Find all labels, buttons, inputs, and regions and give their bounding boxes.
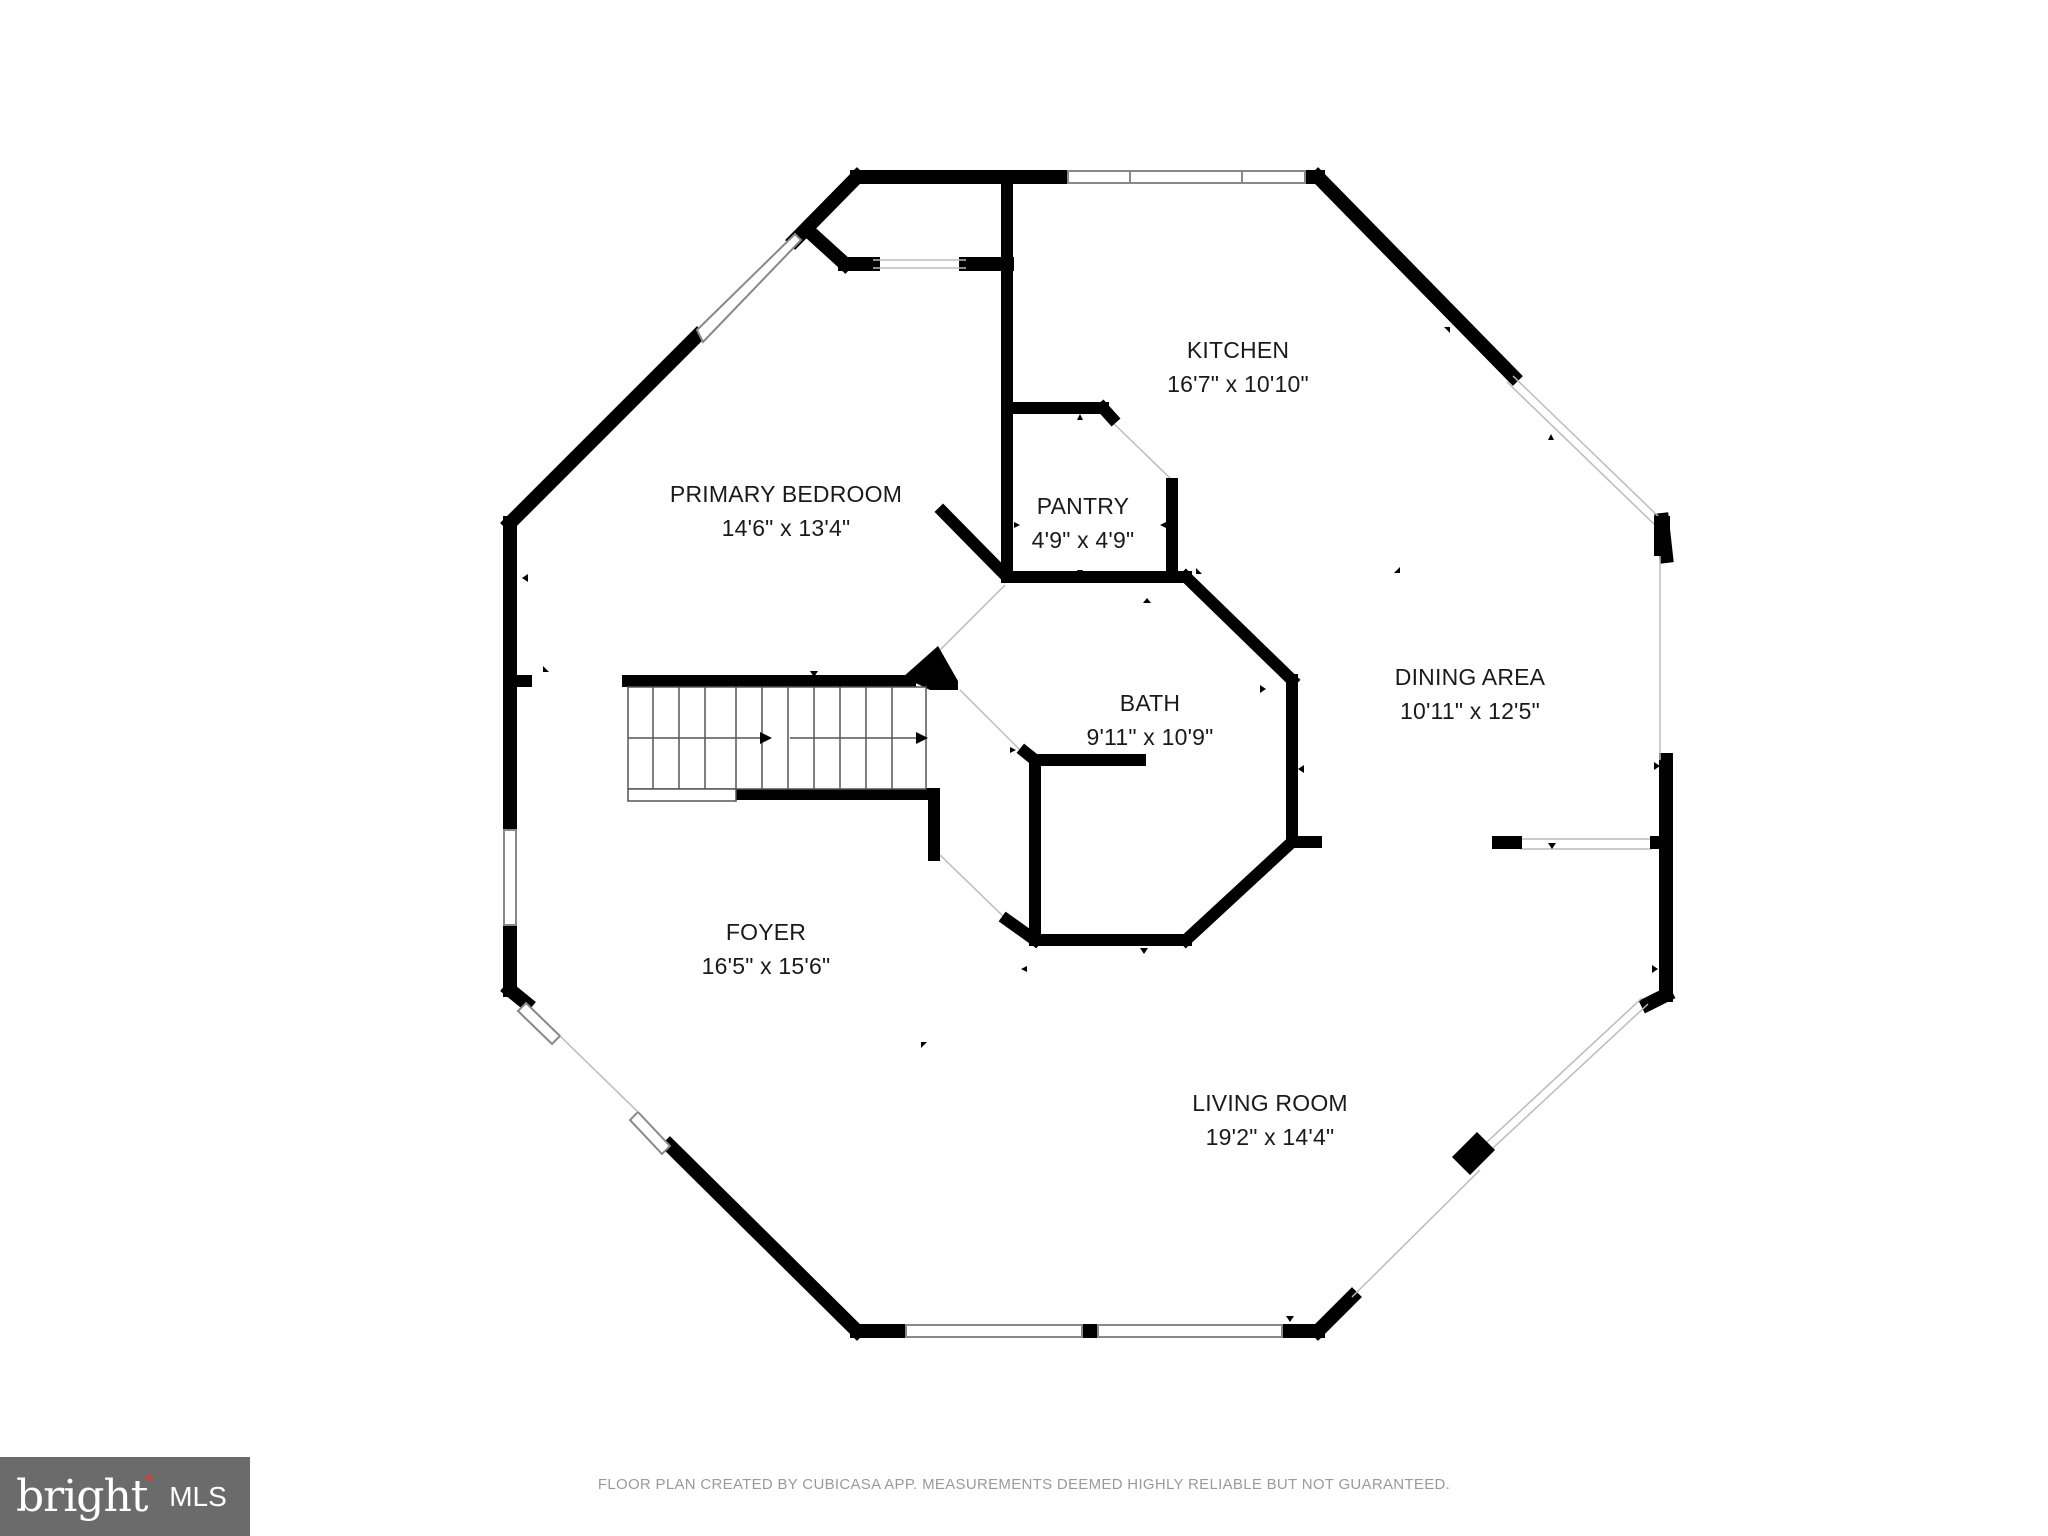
interior-walls (504, 171, 1322, 949)
opening-stair-bath (959, 689, 1026, 756)
wall-nw (500, 326, 707, 533)
opening-bed-bath (939, 584, 1006, 651)
block-dining-right (1650, 836, 1666, 849)
windows (503, 170, 1306, 1338)
room-name: DINING AREA (1394, 664, 1546, 690)
room-dims: 4'9" x 4'9" (1031, 527, 1135, 553)
wall-blocks (1452, 516, 1670, 1175)
room-label-bath: BATH 9'11" x 10'9" (1086, 686, 1213, 754)
room-dims: 16'5" x 15'6" (701, 953, 831, 979)
wall-sw (660, 1136, 867, 1341)
stair-arrow-2 (916, 732, 928, 744)
dimension-ticks (522, 327, 1660, 1322)
window-sw-b (628, 1110, 672, 1156)
opening-se (1479, 1003, 1649, 1161)
room-label-foyer: FOYER 16'5" x 15'6" (702, 915, 831, 983)
wall-bath-se (1177, 833, 1301, 949)
openings (559, 259, 1663, 1298)
wall-pantry-diag (1094, 399, 1121, 427)
room-name: FOYER (725, 919, 807, 945)
room-name: LIVING ROOM (1192, 1090, 1348, 1116)
opening-se-b (1473, 997, 1643, 1155)
wall-bath-inner-diag (1016, 743, 1044, 769)
wall-bed-diag (934, 503, 1014, 584)
window-sw-a (516, 1001, 562, 1046)
opening-se2 (1351, 1169, 1481, 1298)
wall-bath-ne (1177, 568, 1301, 689)
room-label-pantry: PANTRY 4'9" x 4'9" (1032, 489, 1135, 557)
stair-landing-step (627, 788, 737, 802)
stair-corner (903, 646, 958, 690)
footer-disclaimer: FLOOR PLAN CREATED BY CUBICASA APP. MEAS… (597, 1476, 1451, 1493)
room-label-primary-bedroom: PRIMARY BEDROOM 14'6" x 13'4" (670, 477, 902, 545)
window-bottom-left (905, 1324, 1083, 1338)
room-label-living-room: LIVING ROOM 19'2" x 14'4" (1192, 1086, 1348, 1154)
opening-foyer-bath (939, 854, 1006, 919)
staircase (627, 686, 928, 802)
room-label-dining-area: DINING AREA 10'11" x 12'5" (1395, 660, 1545, 728)
block-dining-left (1492, 836, 1522, 849)
block-se (1452, 1132, 1495, 1175)
stair-arrow-1 (760, 732, 772, 744)
room-name: BATH (1119, 690, 1181, 716)
wall-se-stub (1638, 985, 1676, 1014)
window-top (1067, 170, 1306, 184)
block-east-top (1654, 516, 1670, 556)
brand-word: bright (16, 1471, 148, 1522)
room-dims: 9'11" x 10'9" (1086, 724, 1214, 750)
stair-corner-block (903, 646, 958, 690)
room-label-kitchen: KITCHEN 16'7" x 10'10" (1167, 333, 1309, 401)
star-icon: ✦ (143, 1470, 156, 1486)
room-dims: 19'2" x 14'4" (1205, 1124, 1335, 1150)
opening-ne-b (1506, 381, 1657, 527)
room-dims: 10'11" x 12'5" (1399, 698, 1541, 724)
room-name: PRIMARY BEDROOM (669, 481, 903, 507)
stair-treads (628, 687, 920, 789)
room-name: PANTRY (1036, 493, 1130, 519)
room-dims: 16'7" x 10'10" (1167, 371, 1309, 397)
brand-suffix: MLS (169, 1480, 227, 1512)
window-bottom-right (1097, 1324, 1283, 1338)
window-west (503, 829, 517, 926)
wall-ne (1308, 167, 1523, 386)
opening-pantry (1107, 417, 1173, 481)
wall-nw2 (785, 167, 867, 250)
room-dims: 14'6" x 13'4" (721, 515, 851, 541)
window-nw (695, 232, 803, 344)
opening-ne (1512, 375, 1663, 521)
bright-mls-logo: bright ✦ MLS (0, 1457, 250, 1536)
opening-sw (559, 1035, 639, 1113)
room-name: KITCHEN (1186, 337, 1290, 363)
